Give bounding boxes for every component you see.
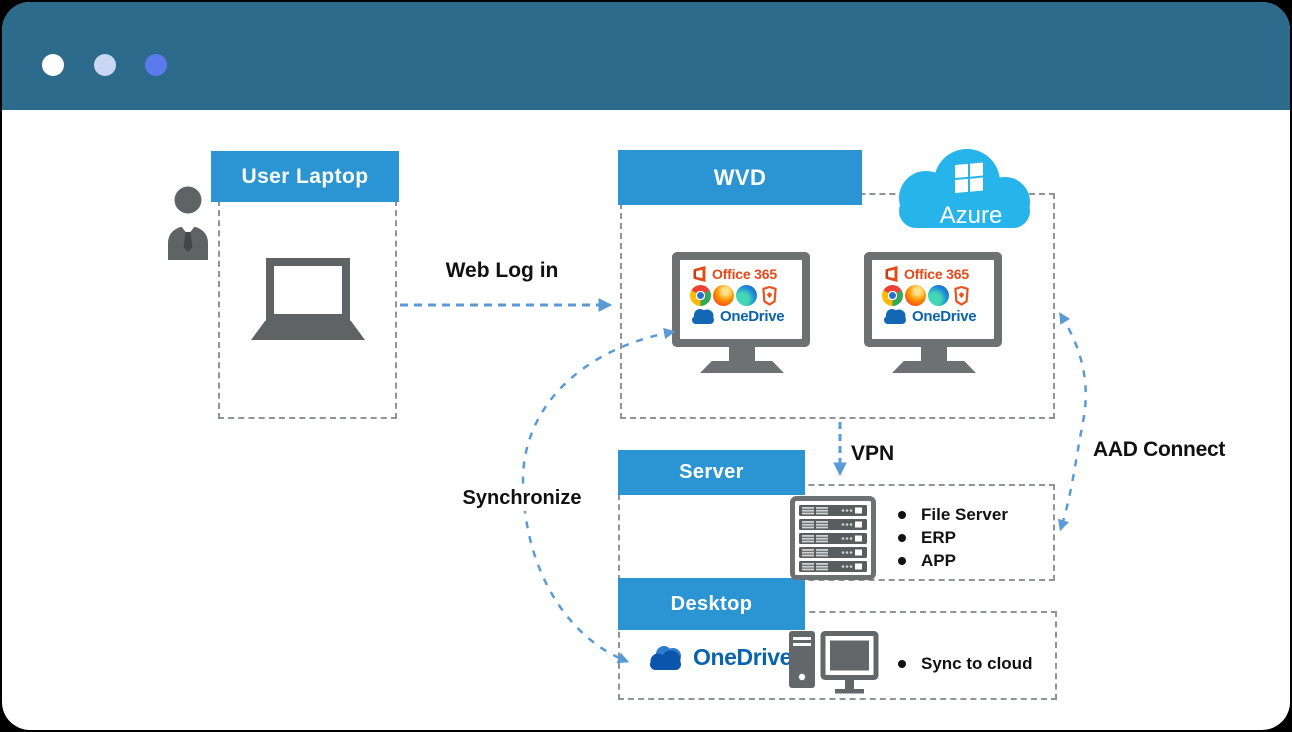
monitor-base <box>700 361 784 373</box>
web-login-label: Web Log in <box>445 259 559 282</box>
window-dot-1[interactable] <box>42 54 64 76</box>
aad-connect-arrow <box>1058 312 1087 532</box>
bullet-dot <box>898 660 906 668</box>
server-rack-icon <box>790 496 876 580</box>
vpn-label: VPN <box>851 442 895 465</box>
bullet-dot <box>898 511 906 519</box>
brave-icon <box>954 285 969 306</box>
chrome-icon <box>882 285 903 306</box>
session-monitor-2: Office 365 OneDrive <box>864 252 1002 347</box>
firefox-icon <box>713 285 734 306</box>
window-dot-3[interactable] <box>145 54 167 76</box>
browser-icons-row <box>882 285 994 306</box>
chrome-icon <box>690 285 711 306</box>
office365-icon <box>693 266 706 282</box>
aad-connect-label: AAD Connect <box>1093 438 1226 461</box>
brave-icon <box>762 285 777 306</box>
windows-logo-icon <box>955 162 983 193</box>
list-item: APP <box>898 551 1008 571</box>
window-titlebar <box>2 2 1290 110</box>
desktop-header: Desktop <box>618 578 805 630</box>
user-laptop-header: User Laptop <box>211 151 399 202</box>
office365-label: Office 365 <box>904 266 969 282</box>
list-item: ERP <box>898 528 1008 548</box>
azure-label: Azure <box>940 202 1003 229</box>
desktop-onedrive-logo: OneDrive <box>647 644 792 671</box>
server-header: Server <box>618 450 805 495</box>
desktop-onedrive-label: OneDrive <box>693 644 793 670</box>
list-item: File Server <box>898 505 1008 525</box>
edge-icon <box>736 285 757 306</box>
desktop-pc-icon <box>789 631 879 694</box>
onedrive-label: OneDrive <box>720 308 785 325</box>
server-services-list: File Server ERP APP <box>898 505 1008 571</box>
desktop-item-label: Sync to cloud <box>921 654 1033 673</box>
office365-icon <box>885 266 898 282</box>
onedrive-cloud-icon <box>650 645 681 670</box>
edge-icon <box>928 285 949 306</box>
onedrive-label: OneDrive <box>912 308 977 325</box>
bullet-dot <box>898 557 906 565</box>
window-dot-2[interactable] <box>94 54 116 76</box>
firefox-icon <box>905 285 926 306</box>
server-item-label: File Server <box>921 505 1008 524</box>
server-item-label: ERP <box>921 528 956 547</box>
wvd-header: WVD <box>618 150 862 205</box>
user-person-icon <box>168 186 208 260</box>
desktop-notes-list: Sync to cloud <box>898 654 1032 674</box>
monitor-stand <box>729 347 755 361</box>
office365-label: Office 365 <box>712 266 777 282</box>
bullet-dot <box>898 534 906 542</box>
server-item-label: APP <box>921 551 956 570</box>
onedrive-icon <box>692 309 714 324</box>
onedrive-icon <box>884 309 906 324</box>
session-monitor-1: Office 365 OneDrive <box>672 252 810 347</box>
monitor-base <box>892 361 976 373</box>
list-item: Sync to cloud <box>898 654 1032 674</box>
monitor-stand <box>921 347 947 361</box>
synchronize-label: Synchronize <box>443 486 601 511</box>
azure-cloud-icon: Azure <box>899 149 1030 229</box>
browser-icons-row <box>690 285 802 306</box>
laptop-icon <box>251 258 365 340</box>
